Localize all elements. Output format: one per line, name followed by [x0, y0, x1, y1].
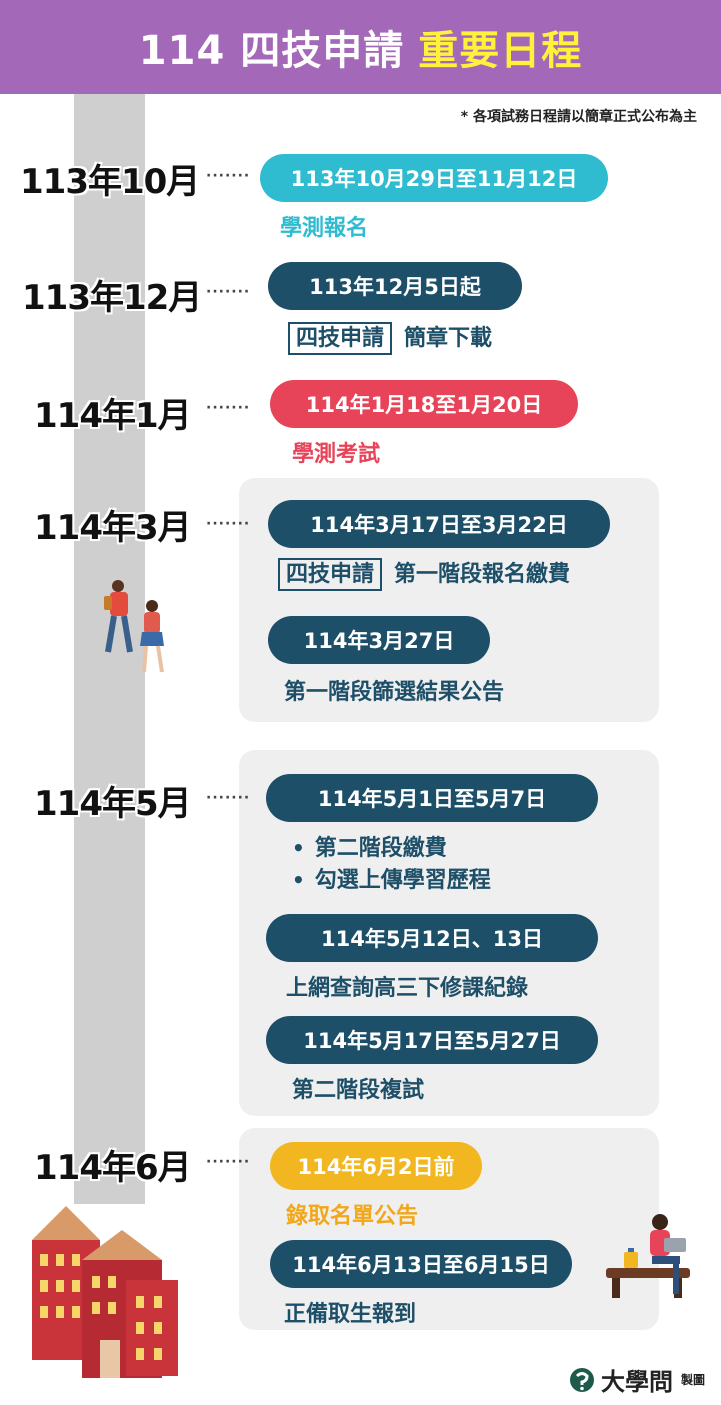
- event-label: 第二階段繳費: [314, 836, 447, 861]
- event-label: 上網查詢高三下修課紀錄: [286, 976, 529, 1001]
- event-label: 學測考試: [292, 442, 381, 467]
- event-date-pill: 113年10月29日至11月12日: [260, 154, 608, 202]
- event-label-row: 四技申請第一階段報名繳費: [278, 556, 571, 591]
- leader-dots: ·······: [206, 516, 251, 532]
- school-building-icon: [32, 1206, 178, 1378]
- event-date-pill: 114年3月27日: [268, 616, 490, 664]
- brand-suffix: 製圖: [680, 1373, 705, 1387]
- event-label: 勾選上傳學習歷程: [314, 868, 491, 893]
- event-date-pill: 114年6月2日前: [270, 1142, 482, 1190]
- month-label: 114年1月: [34, 396, 192, 436]
- bullet-icon: •: [292, 868, 305, 892]
- event-label: 簡章下載: [404, 326, 493, 351]
- disclaimer-note: * 各項試務日程請以簡章正式公布為主: [460, 109, 697, 125]
- event-bullet-item: • 第二階段繳費: [292, 830, 447, 862]
- event-label: 正備取生報到: [284, 1302, 417, 1327]
- event-label: 第一階段篩選結果公告: [284, 680, 505, 705]
- event-date-pill: 113年12月5日起: [268, 262, 522, 310]
- header-banner: 114 四技申請 重要日程: [0, 0, 721, 94]
- event-date-pill: 114年5月17日至5月27日: [266, 1016, 598, 1064]
- event-tag: 四技申請: [278, 558, 383, 591]
- leader-dots: ·······: [206, 1154, 251, 1170]
- event-bullet-item: • 勾選上傳學習歷程: [292, 862, 491, 894]
- bullet-icon: •: [292, 836, 305, 860]
- month-label: 113年10月: [20, 162, 200, 202]
- leader-dots: ·······: [206, 400, 251, 416]
- header-title: 114 四技申請: [138, 28, 405, 74]
- event-date-pill: 114年6月13日至6月15日: [270, 1240, 572, 1288]
- brand-footer: 大學問 製圖: [569, 1362, 705, 1397]
- event-date-pill: 114年3月17日至3月22日: [268, 500, 610, 548]
- event-label: 第一階段報名繳費: [394, 562, 571, 587]
- brand-name: 大學問: [600, 1368, 673, 1396]
- month-label: 114年6月: [34, 1148, 192, 1188]
- header-highlight: 重要日程: [418, 28, 583, 74]
- month-label: 114年5月: [34, 784, 192, 824]
- month-label: 113年12月: [22, 278, 202, 318]
- event-label: 第二階段複試: [292, 1078, 425, 1103]
- event-label: 學測報名: [280, 216, 369, 241]
- walking-students-icon: [104, 580, 164, 673]
- month-label: 114年3月: [34, 508, 192, 548]
- event-label: 錄取名單公告: [286, 1204, 419, 1229]
- event-date-pill: 114年5月1日至5月7日: [266, 774, 598, 822]
- leader-dots: ·······: [206, 790, 251, 806]
- event-date-pill: 114年1月18至1月20日: [270, 380, 578, 428]
- event-date-pill: 114年5月12日、13日: [266, 914, 598, 962]
- event-tag: 四技申請: [288, 322, 393, 355]
- leader-dots: ·······: [206, 284, 251, 300]
- brand-logo-icon: [569, 1367, 594, 1392]
- student-laptop-icon: [606, 1214, 690, 1298]
- leader-dots: ·······: [206, 168, 251, 184]
- event-label-row: 四技申請簡章下載: [288, 320, 493, 355]
